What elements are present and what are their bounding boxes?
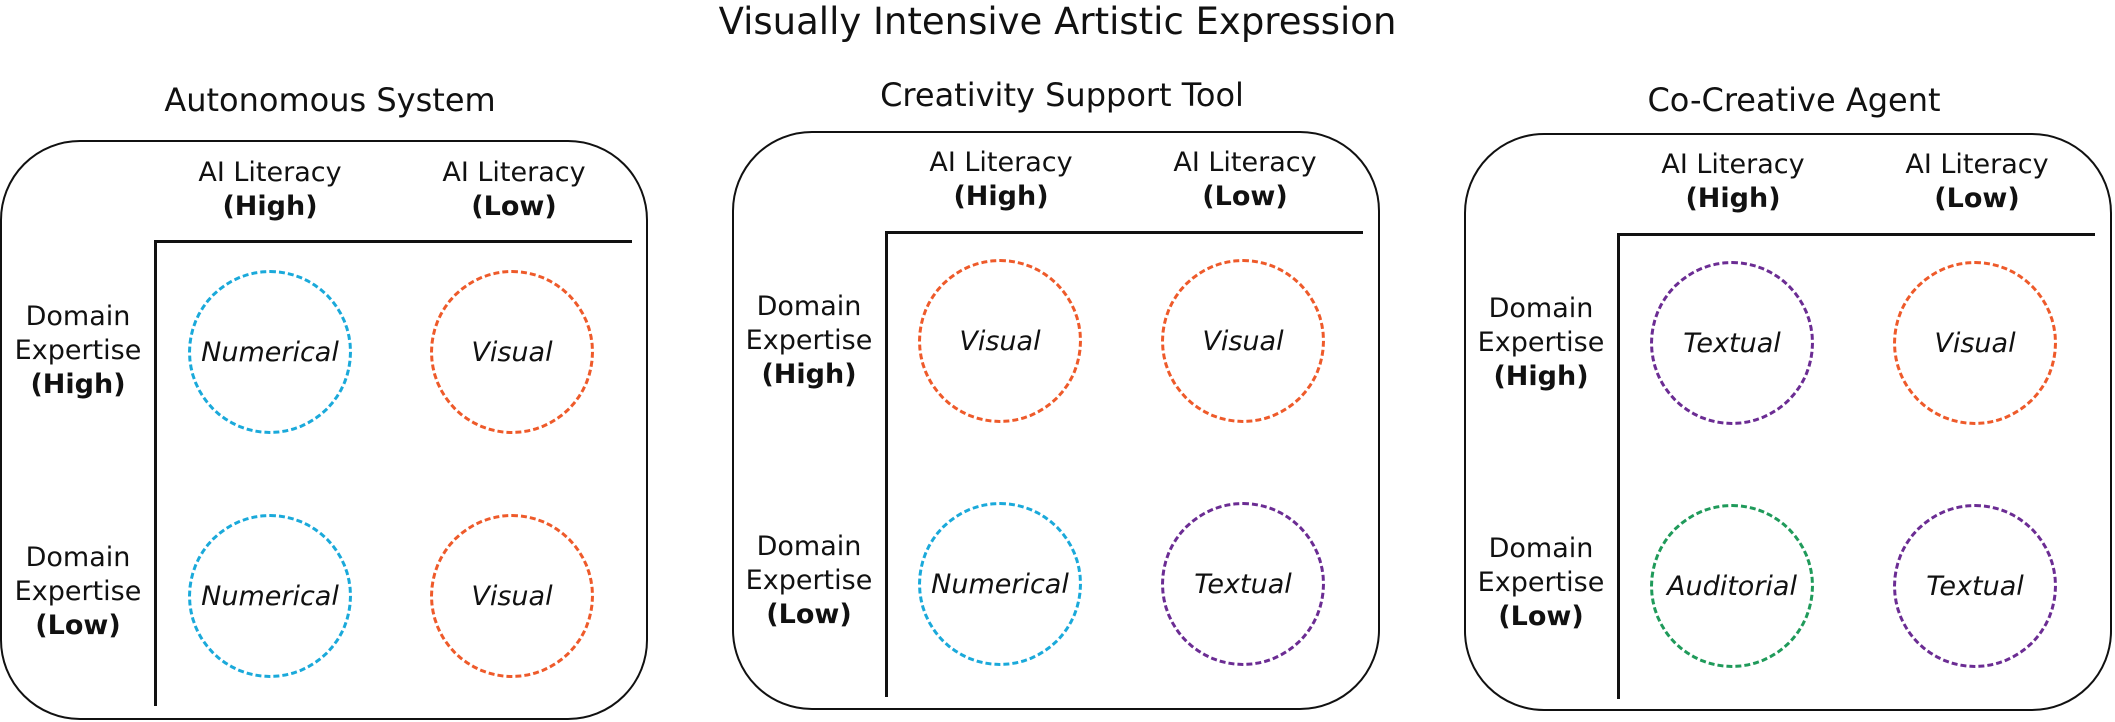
column-label: AI Literacy bbox=[929, 147, 1073, 178]
row-header-high: Domain Expertise (High) bbox=[3, 300, 153, 402]
column-label: AI Literacy bbox=[198, 157, 342, 188]
row-header-high: Domain Expertise (High) bbox=[1466, 292, 1616, 394]
panel-title: Creativity Support Tool bbox=[880, 76, 1244, 114]
column-header-low: AI Literacy (Low) bbox=[1135, 146, 1355, 214]
row-label: Domain bbox=[756, 531, 862, 562]
row-level: (Low) bbox=[766, 599, 852, 630]
modality-circle: Numerical bbox=[188, 270, 352, 434]
row-header-high: Domain Expertise (High) bbox=[734, 290, 884, 392]
panel-frame bbox=[1464, 133, 2112, 711]
modality-circle: Visual bbox=[918, 259, 1082, 423]
column-label: AI Literacy bbox=[1173, 147, 1317, 178]
row-level: (Low) bbox=[1498, 601, 1584, 632]
column-header-low: AI Literacy (Low) bbox=[1867, 148, 2087, 216]
panel-frame bbox=[0, 140, 648, 720]
column-level: (Low) bbox=[1202, 181, 1288, 212]
row-level: (High) bbox=[761, 359, 857, 390]
column-label: AI Literacy bbox=[1661, 149, 1805, 180]
panel-autonomous-system: Autonomous System AI Literacy (High) AI … bbox=[0, 0, 660, 722]
column-label: AI Literacy bbox=[1905, 149, 2049, 180]
modality-circle: Visual bbox=[430, 270, 594, 434]
panel-co-creative-agent: Co-Creative Agent AI Literacy (High) AI … bbox=[1464, 0, 2115, 722]
modality-circle: Textual bbox=[1161, 502, 1325, 666]
row-label: Expertise bbox=[1477, 327, 1605, 358]
column-header-high: AI Literacy (High) bbox=[160, 156, 380, 224]
row-label: Expertise bbox=[1477, 567, 1605, 598]
column-level: (Low) bbox=[471, 191, 557, 222]
row-label: Domain bbox=[756, 291, 862, 322]
row-header-low: Domain Expertise (Low) bbox=[734, 530, 884, 632]
row-label: Expertise bbox=[745, 565, 873, 596]
column-level: (Low) bbox=[1934, 183, 2020, 214]
modality-circle: Visual bbox=[1161, 259, 1325, 423]
modality-circle: Visual bbox=[1893, 261, 2057, 425]
row-level: (High) bbox=[30, 369, 126, 400]
panel-creativity-support-tool: Creativity Support Tool AI Literacy (Hig… bbox=[732, 0, 1392, 722]
modality-circle: Textual bbox=[1650, 261, 1814, 425]
row-header-low: Domain Expertise (Low) bbox=[1466, 532, 1616, 634]
row-label: Domain bbox=[1488, 533, 1594, 564]
modality-circle: Numerical bbox=[188, 514, 352, 678]
horizontal-axis bbox=[885, 231, 1363, 234]
row-header-low: Domain Expertise (Low) bbox=[3, 541, 153, 643]
column-header-low: AI Literacy (Low) bbox=[404, 156, 624, 224]
column-level: (High) bbox=[222, 191, 318, 222]
vertical-axis bbox=[154, 240, 157, 706]
row-label: Expertise bbox=[14, 576, 142, 607]
row-label: Domain bbox=[25, 301, 131, 332]
modality-circle: Auditorial bbox=[1650, 504, 1814, 668]
diagram-title: Visually Intensive Artistic Expression bbox=[718, 0, 1397, 43]
horizontal-axis bbox=[154, 240, 632, 243]
row-label: Domain bbox=[25, 542, 131, 573]
row-label: Expertise bbox=[745, 325, 873, 356]
panel-frame bbox=[732, 131, 1380, 710]
column-level: (High) bbox=[1685, 183, 1781, 214]
row-level: (Low) bbox=[35, 610, 121, 641]
column-label: AI Literacy bbox=[442, 157, 586, 188]
column-level: (High) bbox=[953, 181, 1049, 212]
vertical-axis bbox=[1617, 233, 1620, 699]
row-label: Expertise bbox=[14, 335, 142, 366]
panel-title: Autonomous System bbox=[164, 81, 496, 119]
modality-circle: Numerical bbox=[918, 502, 1082, 666]
panel-title: Co-Creative Agent bbox=[1647, 81, 1941, 119]
vertical-axis bbox=[885, 231, 888, 697]
row-label: Domain bbox=[1488, 293, 1594, 324]
modality-circle: Visual bbox=[430, 514, 594, 678]
modality-circle: Textual bbox=[1893, 504, 2057, 668]
column-header-high: AI Literacy (High) bbox=[891, 146, 1111, 214]
horizontal-axis bbox=[1617, 233, 2095, 236]
row-level: (High) bbox=[1493, 361, 1589, 392]
column-header-high: AI Literacy (High) bbox=[1623, 148, 1843, 216]
